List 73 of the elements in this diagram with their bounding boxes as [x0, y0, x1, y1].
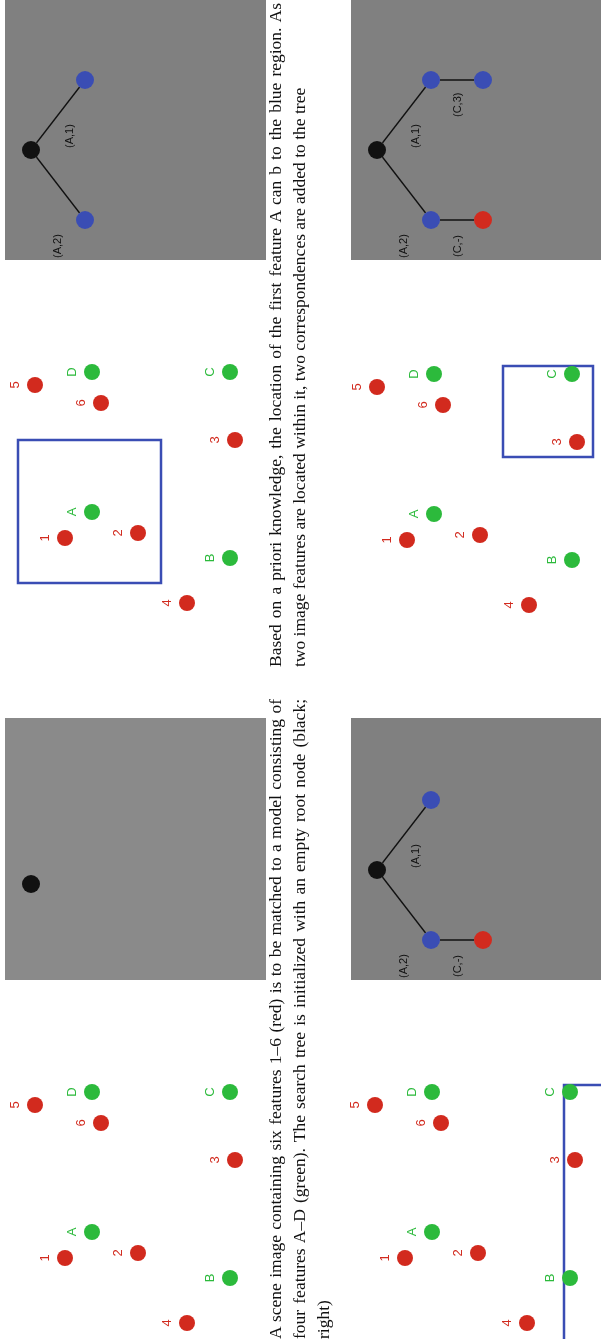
- tree-edge: [381, 86, 427, 144]
- caption: Based on a priori knowledge, the location of the first feature A can b to the blue region. As two image features are located within it, two correspondences are added to the tree: [264, 3, 310, 667]
- point-label: D: [65, 1087, 79, 1097]
- tree-edge: [381, 156, 427, 214]
- point-label: 6: [74, 399, 88, 407]
- point-label: 2: [111, 1249, 125, 1257]
- edge-label: (A,1): [63, 124, 76, 148]
- edge-label: (A,2): [397, 954, 410, 978]
- point-label: 5: [8, 1101, 22, 1109]
- point-label: A: [405, 1227, 419, 1237]
- point-label: D: [65, 367, 79, 377]
- tree-node: [422, 931, 440, 949]
- point-label: 4: [160, 599, 174, 607]
- edge-label: (C,-): [451, 235, 464, 257]
- tree-edge: [381, 876, 427, 934]
- edge-label: (A,1): [409, 124, 422, 148]
- point-label: C: [203, 1087, 217, 1097]
- point-label: 4: [502, 601, 516, 609]
- point-label: A: [65, 507, 79, 517]
- tree-node: [474, 211, 492, 229]
- point-label: B: [203, 553, 217, 563]
- point-label: 1: [38, 1254, 52, 1262]
- point-label: 1: [38, 534, 52, 542]
- point-label: A: [65, 1227, 79, 1237]
- point-label: 2: [451, 1249, 465, 1257]
- tree-edge: [439, 219, 475, 221]
- point-label: 5: [350, 383, 364, 391]
- tree-node: [76, 211, 94, 229]
- edge-label: (C,3): [451, 92, 464, 117]
- point-label: 1: [380, 536, 394, 544]
- edge-label: (A,2): [397, 234, 410, 258]
- point-label: B: [203, 1273, 217, 1283]
- point-label: B: [545, 555, 559, 565]
- point-label: 4: [500, 1319, 514, 1327]
- tree-node: [422, 71, 440, 89]
- edge-label: (A,1): [409, 844, 422, 868]
- tree-edge: [35, 86, 81, 144]
- tree-node: [368, 141, 386, 159]
- point-label: 3: [550, 438, 564, 446]
- tree-node: [368, 861, 386, 879]
- point-label: C: [545, 369, 559, 379]
- point-label: C: [543, 1087, 557, 1097]
- tree-edge: [35, 156, 81, 214]
- tree-node: [474, 71, 492, 89]
- point-label: 5: [8, 381, 22, 389]
- tree-node: [76, 71, 94, 89]
- point-label: A: [407, 509, 421, 519]
- point-label: B: [543, 1273, 557, 1283]
- point-label: 4: [160, 1319, 174, 1327]
- tree-edge: [439, 939, 475, 941]
- point-label: 1: [378, 1254, 392, 1262]
- tree-edge: [381, 806, 427, 864]
- point-label: 6: [414, 1119, 428, 1127]
- point-label: 3: [548, 1156, 562, 1164]
- point-label: 6: [74, 1119, 88, 1127]
- point-label: D: [405, 1087, 419, 1097]
- edge-label: (C,-): [451, 955, 464, 977]
- tree-node: [22, 141, 40, 159]
- tree-node: [422, 211, 440, 229]
- point-label: 6: [416, 401, 430, 409]
- point-label: 3: [208, 436, 222, 444]
- caption: A scene image containing six features 1–6 (red) is to be matched to a model consisting of four features A–D (green). The search tree is initialized with an empty root node (black; right): [264, 699, 334, 1339]
- point-label: 5: [348, 1101, 362, 1109]
- tree-node: [422, 791, 440, 809]
- point-label: C: [203, 367, 217, 377]
- edge-label: (A,2): [51, 234, 64, 258]
- point-label: 2: [111, 529, 125, 537]
- point-label: D: [407, 369, 421, 379]
- tree-edge: [439, 79, 475, 81]
- point-label: 2: [453, 531, 467, 539]
- point-label: 3: [208, 1156, 222, 1164]
- tree-node: [474, 931, 492, 949]
- tree-node: [22, 875, 40, 893]
